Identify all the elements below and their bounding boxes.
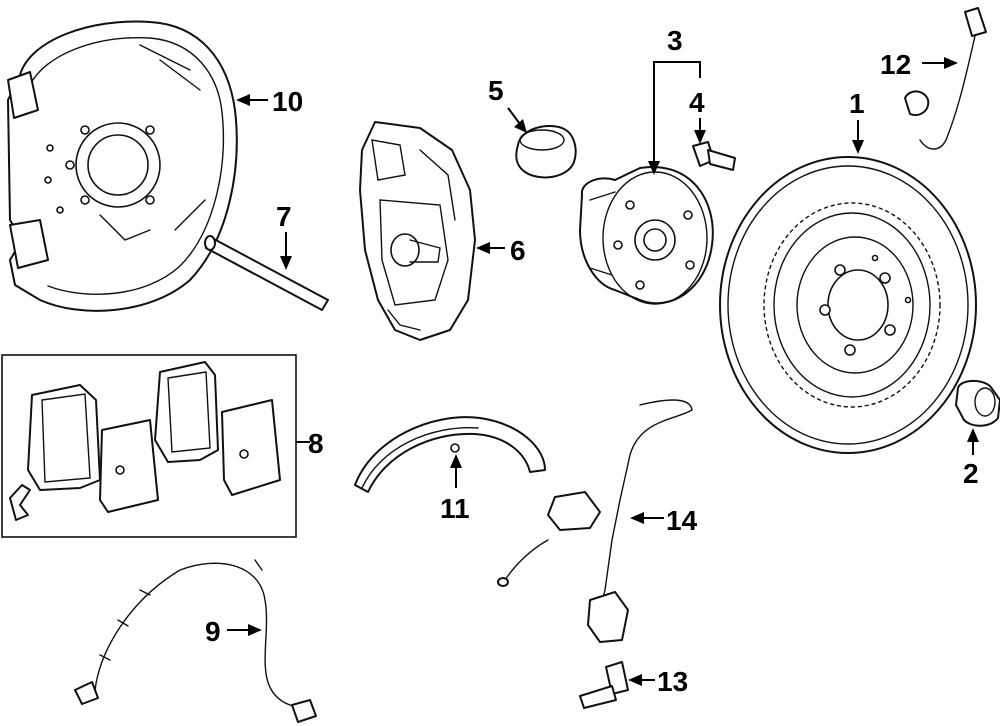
part-7-pin — [204, 235, 329, 311]
leaders — [227, 57, 979, 686]
callout-7: 7 — [276, 201, 292, 232]
part-4-bolt — [692, 141, 736, 171]
callout-2: 2 — [963, 458, 979, 489]
part-3-hub — [579, 165, 714, 305]
callout-10: 10 — [272, 86, 303, 117]
callout-labels: 1 2 3 4 5 6 7 8 9 10 11 12 13 14 — [205, 25, 979, 697]
callout-8: 8 — [308, 428, 324, 459]
part-12-wire — [904, 7, 987, 150]
part-6-caliper — [359, 121, 476, 341]
part-5-cap — [515, 125, 577, 179]
callout-11: 11 — [440, 493, 470, 524]
callout-12: 12 — [880, 49, 911, 80]
callout-1: 1 — [849, 88, 865, 119]
part-10-dust-shield — [7, 20, 238, 312]
callout-9: 9 — [205, 616, 221, 647]
callout-13: 13 — [657, 666, 688, 697]
part-1-rotor — [719, 156, 977, 454]
part-8-pad-set — [1, 354, 297, 538]
callout-5: 5 — [488, 75, 504, 106]
callout-3: 3 — [667, 25, 683, 56]
part-11-shoe — [354, 416, 546, 493]
callout-6: 6 — [510, 235, 526, 266]
part-2-nut — [955, 380, 1000, 427]
part-14-harness — [497, 399, 693, 643]
callout-14: 14 — [666, 505, 698, 536]
part-13-sensor — [579, 661, 629, 709]
callout-4: 4 — [689, 87, 705, 118]
part-9-wire — [74, 559, 317, 723]
